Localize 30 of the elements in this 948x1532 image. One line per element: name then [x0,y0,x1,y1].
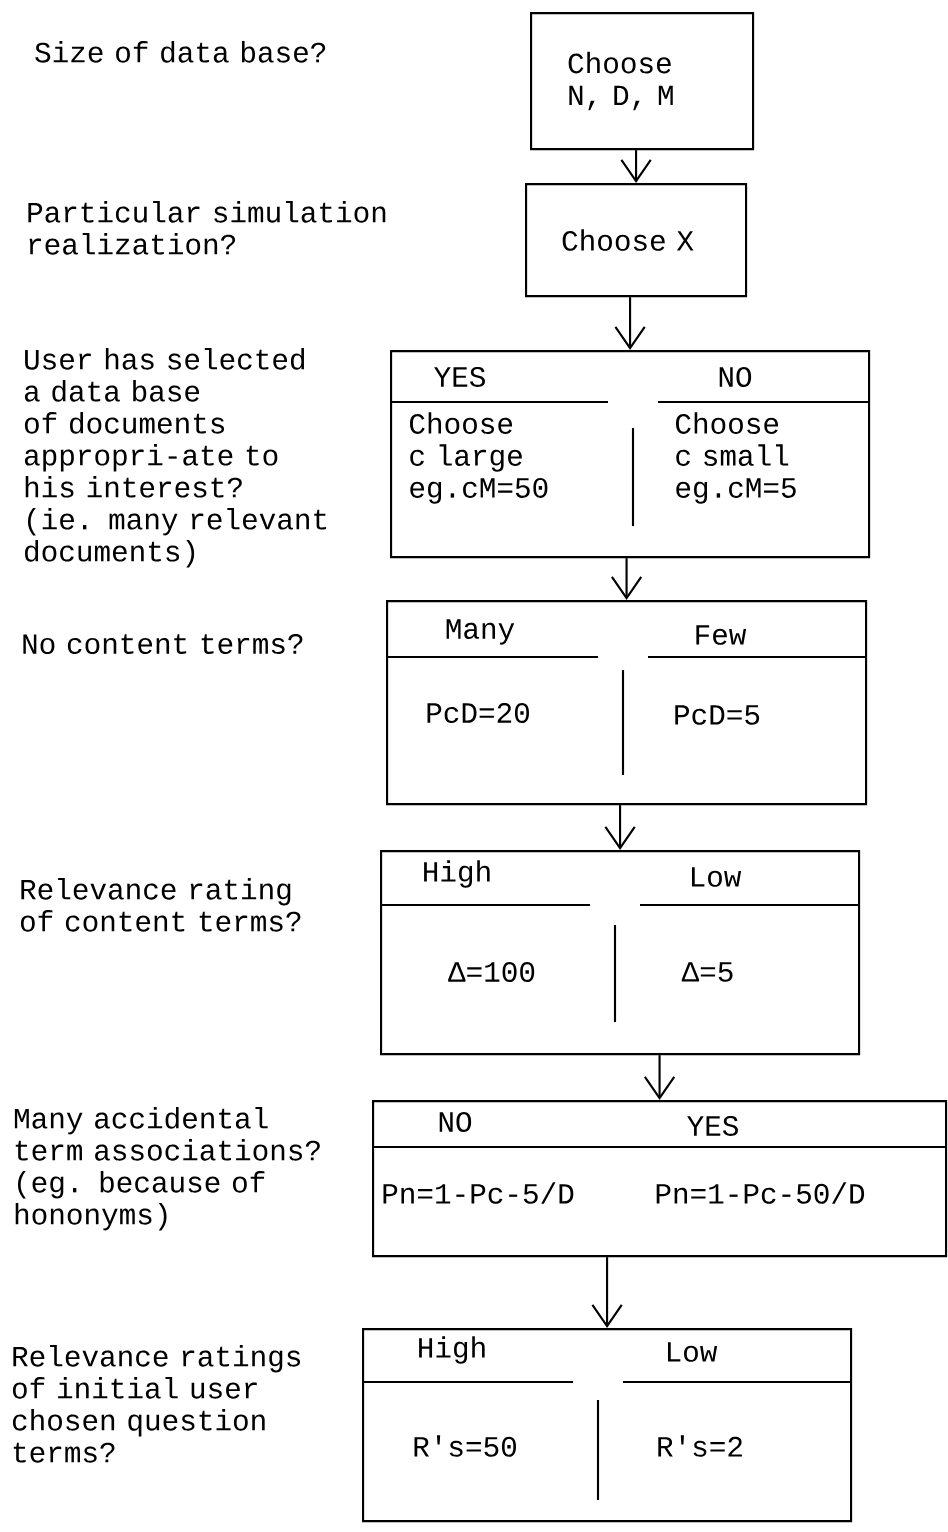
cell-text: Δ=100 [448,962,535,982]
cell-text: R's=50 [414,1435,516,1457]
column-heading: High [424,860,490,888]
question-text: Size of data base? [35,41,326,63]
column-heading: Many [446,619,515,645]
column-heading: Low [692,867,742,887]
column-heading: NO [439,1112,472,1132]
column-heading: YES [687,1116,738,1136]
question-text: No content terms? [23,634,303,654]
column-heading: Low [668,1342,718,1362]
process-box: Choose X [525,183,748,298]
column-heading: High [419,1336,485,1364]
question-text: User has selected a data base of documents appropri-ate to his interest? (ie. many relevant documents) [24,348,327,568]
cell-text: Choose c small eg.cM=5 [676,412,796,504]
question-text: Many accidental term associations? (eg. because of hononyms) [14,1107,320,1231]
process-box: Choose N, D, M [530,12,755,151]
question-text: Relevance rating of content terms? [20,878,301,932]
cell-text: PcD=5 [675,705,760,725]
column-heading: NO [719,367,752,387]
arrow [591,1257,623,1328]
cell-text: Pn=1-Pc-50/D [656,1182,865,1204]
cell-text: PcD=20 [427,703,529,723]
question-text: Particular simulation realization? [28,201,386,255]
column-heading: YES [434,367,485,387]
cell-text: R's=2 [658,1435,742,1457]
column-heading: Few [696,625,747,645]
cell-text: Pn=1-Pc-5/D [383,1182,574,1204]
cell-text: Choose c large eg.cM=50 [410,412,548,504]
cell-text: Δ=5 [681,962,733,982]
question-text: Relevance ratings of initial user chosen question terms? [12,1345,300,1463]
